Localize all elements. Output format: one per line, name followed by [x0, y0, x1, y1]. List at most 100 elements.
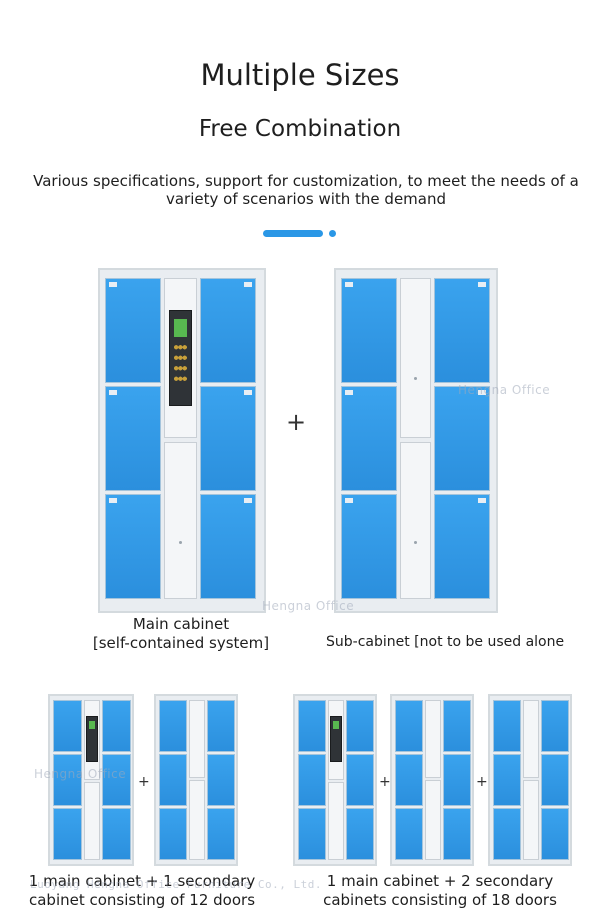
locker-door: [346, 700, 374, 752]
locker-door: [53, 808, 82, 860]
main-cabinet-illustration: [98, 268, 266, 613]
locker-door: [200, 386, 256, 491]
center-locker: [425, 780, 441, 860]
locker-door: [102, 700, 131, 752]
plus-sign: +: [138, 774, 150, 790]
door-number-tag: [109, 282, 117, 287]
door-number-tag: [345, 390, 353, 395]
door-number-tag: [244, 498, 252, 503]
center-locker: [189, 700, 205, 778]
locker-door: [105, 386, 161, 491]
locker-door: [443, 808, 471, 860]
combo-18-caption-line2: cabinets consisting of 18 doors: [323, 891, 557, 909]
locker-door: [541, 700, 569, 752]
locker-door: [346, 754, 374, 806]
lock-icon: [414, 541, 417, 544]
locker-door: [341, 386, 397, 491]
center-locker: [189, 780, 205, 860]
locker-door: [53, 754, 82, 806]
locker-door: [341, 278, 397, 383]
combo-12-caption-line1: 1 main cabinet + 1 secondary: [28, 872, 256, 890]
door-number-tag: [244, 282, 252, 287]
locker-door: [53, 700, 82, 752]
lock-icon: [414, 377, 417, 380]
keypad-screen: [173, 318, 188, 338]
locker-door: [443, 754, 471, 806]
locker-door: [159, 808, 187, 860]
combo-18-caption: 1 main cabinet + 2 secondary cabinets co…: [312, 872, 568, 910]
door-number-tag: [109, 390, 117, 395]
keypad-panel: [330, 716, 342, 762]
locker-door: [207, 754, 235, 806]
locker-door: [207, 700, 235, 752]
sub-cabinet-small: [488, 694, 572, 866]
keypad-screen: [88, 720, 96, 730]
locker-door: [200, 278, 256, 383]
door-number-tag: [244, 390, 252, 395]
locker-door: [298, 754, 326, 806]
locker-door: [443, 700, 471, 752]
keypad-buttons: [173, 342, 188, 385]
carousel-dot-active[interactable]: [263, 230, 323, 237]
locker-door: [493, 808, 521, 860]
combo-18-caption-line1: 1 main cabinet + 2 secondary: [326, 872, 554, 890]
sub-cabinet-small: [390, 694, 474, 866]
locker-door: [493, 754, 521, 806]
center-locker: [523, 780, 539, 860]
sub-cabinet-illustration: [334, 268, 498, 613]
keypad-panel: [86, 716, 98, 762]
locker-door: [298, 700, 326, 752]
center-locker: [400, 442, 431, 599]
carousel-dot[interactable]: [329, 230, 336, 237]
locker-door: [434, 278, 490, 383]
main-cabinet-caption-line1: Main cabinet: [132, 615, 230, 633]
locker-door: [159, 700, 187, 752]
keypad-panel: [169, 310, 192, 406]
center-locker: [164, 442, 197, 599]
page-subtitle: Free Combination: [198, 116, 402, 142]
locker-door: [434, 494, 490, 599]
locker-door: [102, 808, 131, 860]
locker-door: [102, 754, 131, 806]
plus-sign: +: [476, 774, 488, 790]
locker-door: [200, 494, 256, 599]
door-number-tag: [109, 498, 117, 503]
center-locker: [425, 700, 441, 778]
brand-watermark: Hengna Office: [34, 767, 127, 781]
locker-door: [159, 754, 187, 806]
plus-sign: +: [379, 774, 391, 790]
combo-12-caption-line2: cabinet consisting of 12 doors: [28, 891, 256, 909]
center-locker: [84, 782, 100, 860]
brand-watermark: Hengna Office: [458, 383, 551, 397]
locker-door: [541, 754, 569, 806]
sub-cabinet-small: [154, 694, 238, 866]
locker-door: [493, 700, 521, 752]
locker-door: [434, 386, 490, 491]
door-number-tag: [478, 390, 486, 395]
locker-door: [395, 700, 423, 752]
sub-cabinet-caption: Sub-cabinet [not to be used alone: [326, 634, 565, 650]
page-description: Various specifications, support for cust…: [33, 172, 579, 208]
locker-door: [395, 808, 423, 860]
keypad-screen: [332, 720, 340, 730]
plus-sign: +: [286, 408, 307, 436]
page-title: Multiple Sizes: [200, 58, 400, 92]
combo-12-caption: 1 main cabinet + 1 secondary cabinet con…: [22, 872, 262, 910]
locker-door: [395, 754, 423, 806]
locker-door: [105, 494, 161, 599]
locker-door: [298, 808, 326, 860]
company-watermark: Luoyang Hengna Office Furniture Co., Ltd…: [30, 878, 323, 891]
locker-door: [207, 808, 235, 860]
main-cabinet-small: [293, 694, 377, 866]
locker-door: [341, 494, 397, 599]
main-cabinet-caption: Main cabinet [self-contained system]: [86, 615, 276, 653]
brand-watermark: Hengna Office: [262, 599, 355, 613]
center-locker: [523, 700, 539, 778]
locker-door: [541, 808, 569, 860]
door-number-tag: [478, 498, 486, 503]
door-number-tag: [478, 282, 486, 287]
door-number-tag: [345, 498, 353, 503]
locker-door: [105, 278, 161, 383]
main-cabinet-small: [48, 694, 134, 866]
locker-door: [346, 808, 374, 860]
